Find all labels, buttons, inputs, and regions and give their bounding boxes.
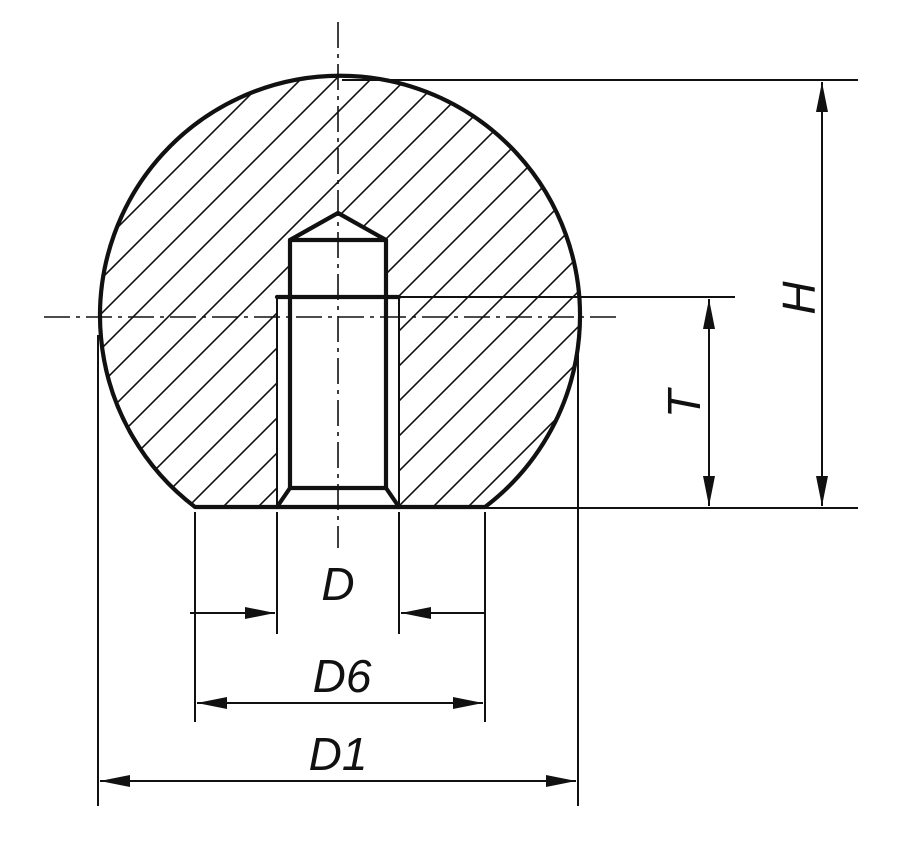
label-d: D [321,558,354,610]
hatch-line [100,75,556,507]
extension-lines [97,79,858,806]
hatch-line [100,75,381,507]
hatch-line [0,0,30,700]
hatch-line [100,75,101,507]
hatch-line [0,0,65,700]
label-d1: D1 [309,728,368,780]
hatch-line [100,75,171,507]
hatch-line [134,75,581,507]
hatch-line [100,75,581,507]
hatch-line [100,75,311,507]
hatch-line [100,75,416,507]
hatch-line [100,75,581,507]
hatch-line [100,75,486,507]
label-t: T [658,387,710,418]
hatch-line [204,75,581,507]
label-d6: D6 [313,650,372,702]
hatch-line [100,75,346,507]
hatch-line [100,75,521,507]
hatch-line [100,75,136,507]
hatch-line [169,75,581,507]
label-h: H [773,281,825,315]
ball-outline [97,73,583,510]
hatch-line [100,75,276,507]
hatch-line [100,75,451,507]
